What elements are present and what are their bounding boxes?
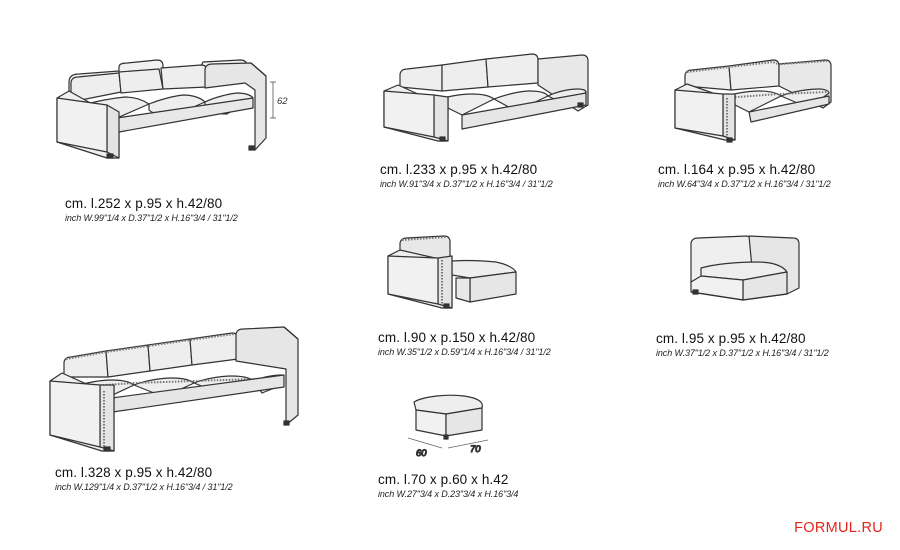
pouf-width-label: 70: [470, 444, 481, 455]
sofa-328-cm-dims: cm. l.328 x p.95 x h.42/80: [55, 465, 213, 480]
sofa-164-inch-dims: inch W.64"3/4 x D.37"1/2 x H.16"3/4 / 31…: [658, 179, 831, 189]
height-62-label: 62: [277, 96, 288, 107]
sofa-164-drawing: [673, 52, 843, 147]
watermark: FORMUL.RU: [794, 520, 883, 536]
sofa-164-cm-dims: cm. l.164 x p.95 x h.42/80: [658, 162, 816, 177]
sofa-252-caption: cm. l.252 x p.95 x h.42/80 inch W.99"1/4…: [65, 196, 238, 223]
sofa-328-drawing: [48, 325, 300, 457]
pouf-70-caption: cm. l.70 x p.60 x h.42 inch W.27"3/4 x D…: [378, 472, 518, 499]
pouf-depth-label: 60: [416, 448, 427, 459]
corner-95-caption: cm. l.95 x p.95 x h.42/80 inch W.37"1/2 …: [656, 331, 829, 358]
pouf-70-inch-dims: inch W.27"3/4 x D.23"3/4 x H.16"3/4: [378, 489, 519, 499]
sofa-252-drawing: [55, 59, 300, 160]
sofa-252-cm-dims: cm. l.252 x p.95 x h.42/80: [65, 196, 223, 211]
sofa-233-drawing: [382, 45, 592, 145]
chaise-90-inch-dims: inch W.35"1/2 x D.59"1/4 x H.16"3/4 / 31…: [378, 347, 551, 357]
sofa-164-caption: cm. l.164 x p.95 x h.42/80 inch W.64"3/4…: [658, 162, 831, 189]
pouf-70-cm-dims: cm. l.70 x p.60 x h.42: [378, 472, 509, 487]
sofa-328-inch-dims: inch W.129"1/4 x D.37"1/2 x H.16"3/4 / 3…: [55, 482, 233, 492]
sofa-233-inch-dims: inch W.91"3/4 x D.37"1/2 x H.16"3/4 / 31…: [380, 179, 553, 189]
pouf-70-drawing: 60 70: [404, 392, 514, 462]
sofa-233-caption: cm. l.233 x p.95 x h.42/80 inch W.91"3/4…: [380, 162, 553, 189]
corner-95-drawing: [687, 234, 807, 302]
chaise-90-cm-dims: cm. l.90 x p.150 x h.42/80: [378, 330, 536, 345]
chaise-90-drawing: [386, 232, 521, 312]
height-callout: 62: [270, 80, 310, 122]
sofa-252-inch-dims: inch W.99"1/4 x D.37"1/2 x H.16"3/4 / 31…: [65, 213, 238, 223]
chaise-90-caption: cm. l.90 x p.150 x h.42/80 inch W.35"1/2…: [378, 330, 551, 357]
sofa-233-cm-dims: cm. l.233 x p.95 x h.42/80: [380, 162, 538, 177]
corner-95-inch-dims: inch W.37"1/2 x D.37"1/2 x H.16"3/4 / 31…: [656, 348, 829, 358]
corner-95-cm-dims: cm. l.95 x p.95 x h.42/80: [656, 331, 806, 346]
sofa-328-caption: cm. l.328 x p.95 x h.42/80 inch W.129"1/…: [55, 465, 233, 492]
